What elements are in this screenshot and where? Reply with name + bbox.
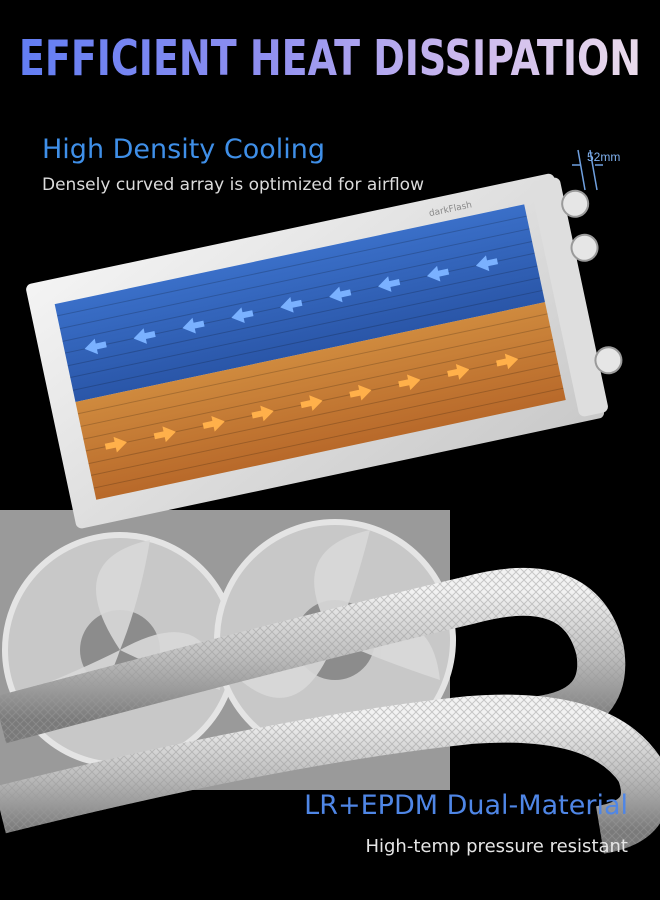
dimension-label: 52mm <box>587 150 621 164</box>
feature-subtitle-tubing: High-temp pressure resistant <box>365 836 628 857</box>
feature-subtitle-cooling: Densely curved array is optimized for ai… <box>42 175 424 195</box>
page-headline: EFFICIENT HEAT DISSIPATION <box>0 30 660 86</box>
hot-flow-arrows <box>104 353 519 453</box>
cold-flow-arrows <box>84 255 499 355</box>
radiator: darkFlash <box>26 173 623 529</box>
feature-title-tubing: LR+EPDM Dual-Material <box>304 790 628 821</box>
feature-title-cooling: High Density Cooling <box>42 134 326 165</box>
braided-tubing <box>0 567 660 854</box>
dimension-indicator <box>572 149 603 191</box>
